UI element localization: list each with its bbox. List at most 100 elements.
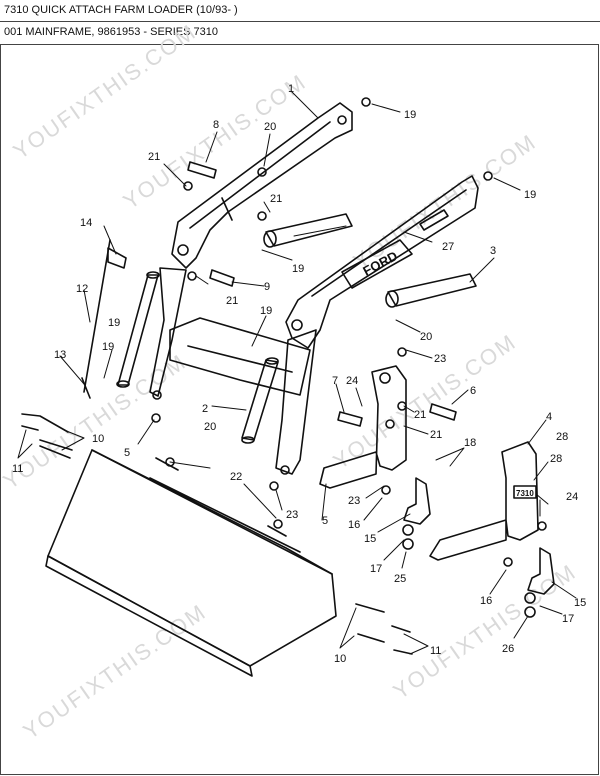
bucket-back: [91, 449, 333, 575]
leader-line: [371, 103, 401, 113]
callout-label: 10: [334, 653, 346, 665]
bolt: [39, 439, 73, 459]
leader-line: [195, 275, 209, 285]
leader-line: [469, 257, 495, 283]
leader-line: [243, 483, 277, 519]
fitting: [397, 347, 407, 357]
callout-label: 20: [264, 121, 276, 133]
callout-label: 23: [286, 509, 298, 521]
leader-line: [365, 485, 385, 499]
callout-label: 13: [54, 349, 66, 361]
leader-line: [263, 201, 271, 213]
page-subtitle: 001 MAINFRAME, 9861953 - SERIES 7310: [4, 26, 218, 38]
callout-label: 20: [420, 331, 432, 343]
callout-label: 11: [12, 463, 23, 475]
cross-member: [169, 317, 311, 396]
cylinder-end: [385, 290, 399, 308]
leader-line: [539, 605, 563, 615]
callout-label: 21: [226, 295, 238, 307]
washer: [524, 592, 536, 604]
callout-label: 3: [490, 245, 496, 257]
callout-label: 12: [76, 283, 88, 295]
latch-hook: [527, 547, 555, 595]
washer: [524, 606, 536, 618]
right-boom-arm-edge: [311, 189, 467, 297]
callout-label: 7: [332, 375, 338, 387]
leader-line: [405, 349, 433, 359]
callout-label: 28: [550, 453, 562, 465]
leader-line: [489, 569, 507, 595]
leader-line: [103, 225, 117, 255]
leader-line: [451, 389, 469, 405]
washer: [402, 524, 414, 536]
callout-label: 22: [230, 471, 242, 483]
callout-label: 5: [322, 515, 328, 527]
leader-line: [551, 581, 577, 599]
center-lift-cylinder: [241, 359, 279, 441]
bolt: [355, 603, 385, 643]
callout-label: 23: [348, 495, 360, 507]
header-divider: [0, 21, 600, 22]
pin-part-6: [429, 403, 457, 421]
leader-line: [59, 355, 85, 385]
callout-label: 19: [292, 263, 304, 275]
leader-line: [251, 315, 267, 347]
callout-label: 8: [213, 119, 219, 131]
latch-hook: [403, 477, 431, 525]
leader-line: [61, 429, 85, 451]
callout-label: 4: [546, 411, 552, 423]
upper-bucket-cylinder: [265, 213, 353, 247]
callout-label: 9: [264, 281, 270, 293]
model-plate-text: 7310: [516, 489, 534, 498]
nut: [257, 211, 267, 221]
cylinder-cap: [241, 436, 255, 444]
leader-line: [377, 513, 411, 533]
callout-label: 17: [370, 563, 382, 575]
cylinder-cap: [265, 357, 279, 365]
pin-part-8: [187, 161, 217, 179]
bracket-hole: [379, 372, 391, 384]
nut: [397, 401, 407, 411]
right-boom-pivot: [291, 319, 303, 331]
leader-line: [137, 419, 155, 445]
leader-line: [403, 633, 429, 655]
watermark-text: YOUFIXTHIS.COM: [389, 559, 581, 704]
callout-label: 21: [414, 409, 426, 421]
leader-line: [435, 447, 465, 467]
leader-line: [355, 387, 363, 407]
leader-line: [335, 383, 345, 413]
leader-line: [321, 483, 327, 521]
model-plate: [513, 485, 537, 499]
watermark-text: YOUFIXTHIS.COM: [0, 349, 191, 494]
callout-label: 10: [92, 433, 104, 445]
fitting: [151, 413, 161, 423]
callout-label: 15: [364, 533, 376, 545]
watermark-text: YOUFIXTHIS.COM: [9, 19, 201, 164]
nut: [165, 457, 175, 467]
callout-label: 16: [480, 595, 492, 607]
leader-line: [261, 249, 293, 261]
callout-label: 1: [288, 83, 294, 95]
handle-link: [81, 377, 91, 399]
leader-line: [339, 607, 357, 649]
callout-label: 6: [470, 385, 476, 397]
callout-label: 24: [346, 375, 358, 387]
upright-base-hole: [280, 465, 290, 475]
nut: [187, 271, 197, 281]
cylinder-cap: [116, 380, 130, 388]
leader-line: [403, 425, 429, 435]
lower-bucket-cylinder: [387, 273, 477, 307]
leader-line: [263, 133, 271, 167]
leader-line: [395, 319, 421, 333]
grease-fitting: [361, 97, 371, 107]
callout-label: 19: [260, 305, 272, 317]
callout-label: 21: [148, 151, 160, 163]
leader-line: [163, 163, 187, 187]
callout-label: 15: [574, 597, 586, 609]
pin-part-7: [337, 411, 363, 427]
callout-label: 2: [202, 403, 208, 415]
right-upright: [275, 329, 317, 475]
callout-label: 16: [348, 519, 360, 531]
callout-label: 19: [524, 189, 536, 201]
nut: [537, 521, 547, 531]
